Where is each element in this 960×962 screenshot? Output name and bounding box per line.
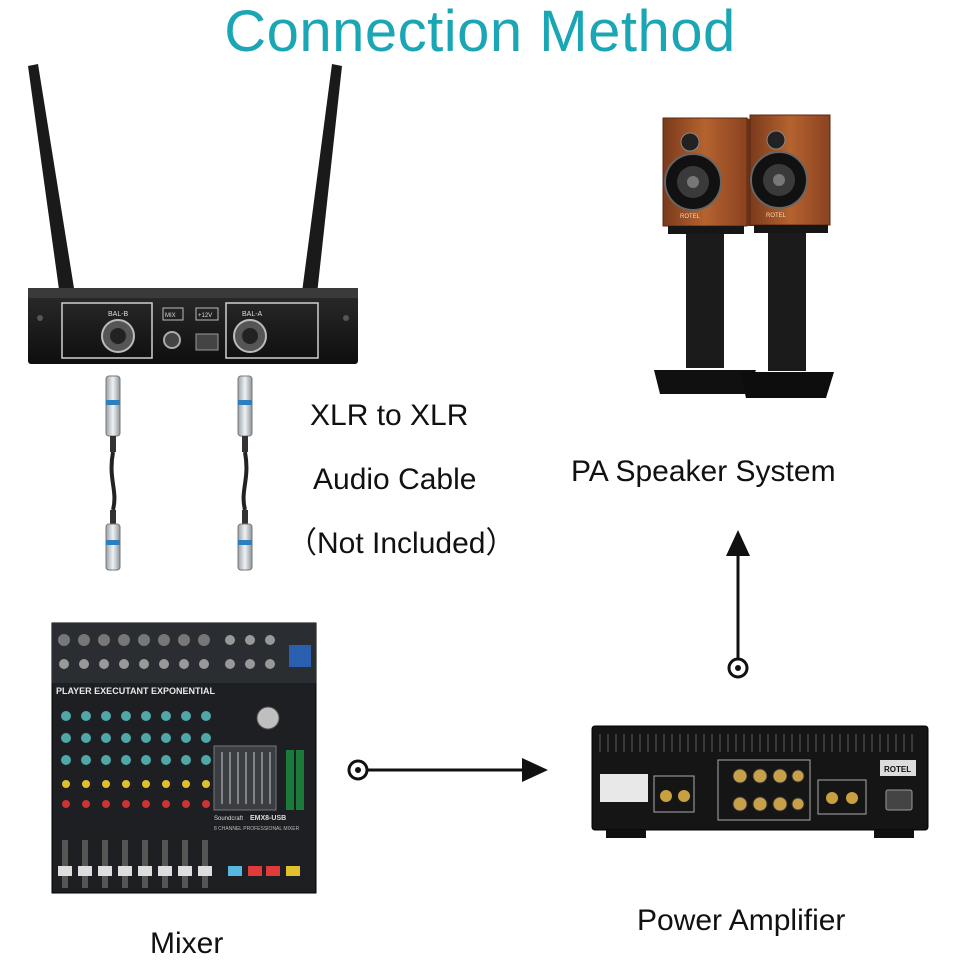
mix-jack [163,331,181,349]
speaker-system-label: PA Speaker System [571,455,836,488]
port-label-power: +12V [198,313,212,319]
mixer-brand: Soundcraft [214,816,243,822]
mixer-label: Mixer [150,927,224,960]
amplifier-brand: ROTEL [884,765,911,774]
mixer-display [289,645,311,667]
port-label-bal-a: BAL-A [242,311,263,318]
mixer-console: PLAYER EXECUTANT EXPONENTIAL Soundcraft … [51,622,317,894]
amplifier-label: Power Amplifier [637,904,846,937]
arrow-amplifier-to-speakers [726,530,750,679]
amplifier-brand-plate [880,760,916,776]
pa-speakers: ROTEL ROTEL [654,114,834,398]
power-amplifier: ROTEL [591,725,929,838]
mixer-master-knob [256,706,280,730]
mixer-model: EMX8-USB [250,815,286,822]
power-jack [195,333,219,351]
mixer-faders [58,840,300,888]
speaker-terminals [717,759,811,821]
port-frame-right [225,302,319,359]
stand-left [686,234,724,368]
antenna-left [28,64,82,340]
mixer-knobs [61,711,211,765]
amplifier-warning-label [600,774,648,802]
speaker-badge-left: ROTEL [680,214,701,220]
xlr-cable-right [237,375,253,571]
power-inlet [885,789,913,811]
speaker-badge-right: ROTEL [766,213,787,219]
antenna-right [296,64,342,340]
page-title: Connection Method [224,0,736,64]
mixer-banner: PLAYER EXECUTANT EXPONENTIAL [56,686,216,696]
arrow-mixer-to-amplifier [347,758,548,782]
port-label-mix: MIX [165,313,176,319]
mixer-graphic-eq [213,745,277,811]
cable-label-line2: Audio Cable [313,463,477,496]
port-frame-left [61,302,153,359]
mixer-meter [286,750,294,810]
mixer-input-jacks [58,634,275,669]
cable-label-line1: XLR to XLR [310,399,469,432]
stand-right [768,233,806,371]
wireless-receiver: BAL-B MIX +12V BAL-A [28,64,358,364]
xlr-cable-left [105,375,121,571]
cable-label-line3: （Not Included） [287,527,516,560]
mixer-subtitle: 8 CHANNEL PROFESSIONAL MIXER [214,826,300,832]
port-label-bal-b: BAL-B [108,311,129,318]
